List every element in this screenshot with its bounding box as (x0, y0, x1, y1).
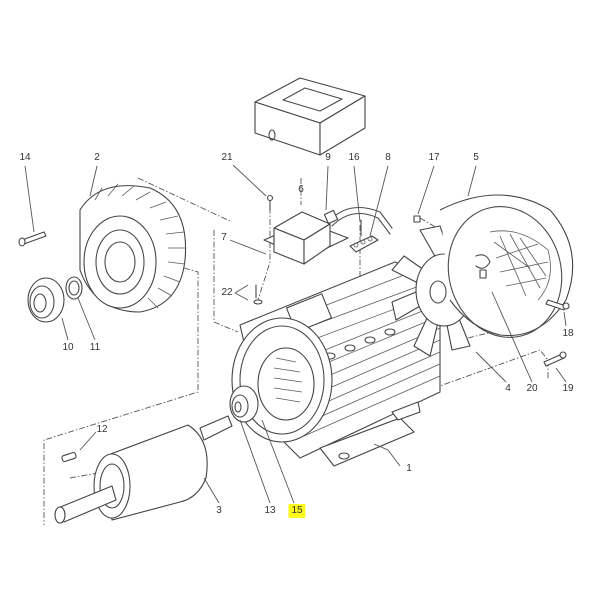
part-label-15-highlighted: 15 (288, 504, 306, 518)
seal-ring-11 (65, 276, 83, 300)
part-label-12: 12 (96, 424, 108, 435)
part-label-17: 17 (428, 152, 440, 163)
part-label-9: 9 (325, 152, 331, 163)
motor-frame (231, 261, 441, 467)
leader-lines (24, 164, 567, 504)
small-screws (253, 194, 274, 305)
part-label-21: 21 (221, 152, 233, 163)
bearing-13 (229, 385, 259, 423)
part-label-13: 13 (264, 505, 276, 516)
terminal-box-base (263, 206, 393, 265)
part-label-6: 6 (298, 184, 304, 195)
fan-cover (439, 194, 574, 338)
rotor (54, 415, 233, 524)
part-label-7: 7 (221, 232, 227, 243)
drive-end-shield (79, 183, 187, 313)
bearing-10 (27, 277, 65, 323)
terminal-box-cover (254, 77, 366, 156)
part-label-8: 8 (385, 152, 391, 163)
part-label-1: 1 (406, 463, 412, 474)
part-label-4: 4 (505, 383, 511, 394)
part-label-19: 19 (562, 383, 574, 394)
part-label-10: 10 (62, 342, 74, 353)
part-label-3: 3 (216, 505, 222, 516)
part-label-20: 20 (526, 383, 538, 394)
part-label-18: 18 (562, 328, 574, 339)
part-label-5: 5 (473, 152, 479, 163)
terminal-block (349, 219, 379, 253)
bolt-14 (18, 231, 47, 247)
part-label-22: 22 (221, 287, 233, 298)
part-label-11: 11 (89, 342, 101, 353)
part-label-16: 16 (348, 152, 360, 163)
part-label-14: 14 (19, 152, 31, 163)
fastener-parts (413, 215, 570, 367)
part-label-2: 2 (94, 152, 100, 163)
shaft-key (61, 451, 77, 463)
